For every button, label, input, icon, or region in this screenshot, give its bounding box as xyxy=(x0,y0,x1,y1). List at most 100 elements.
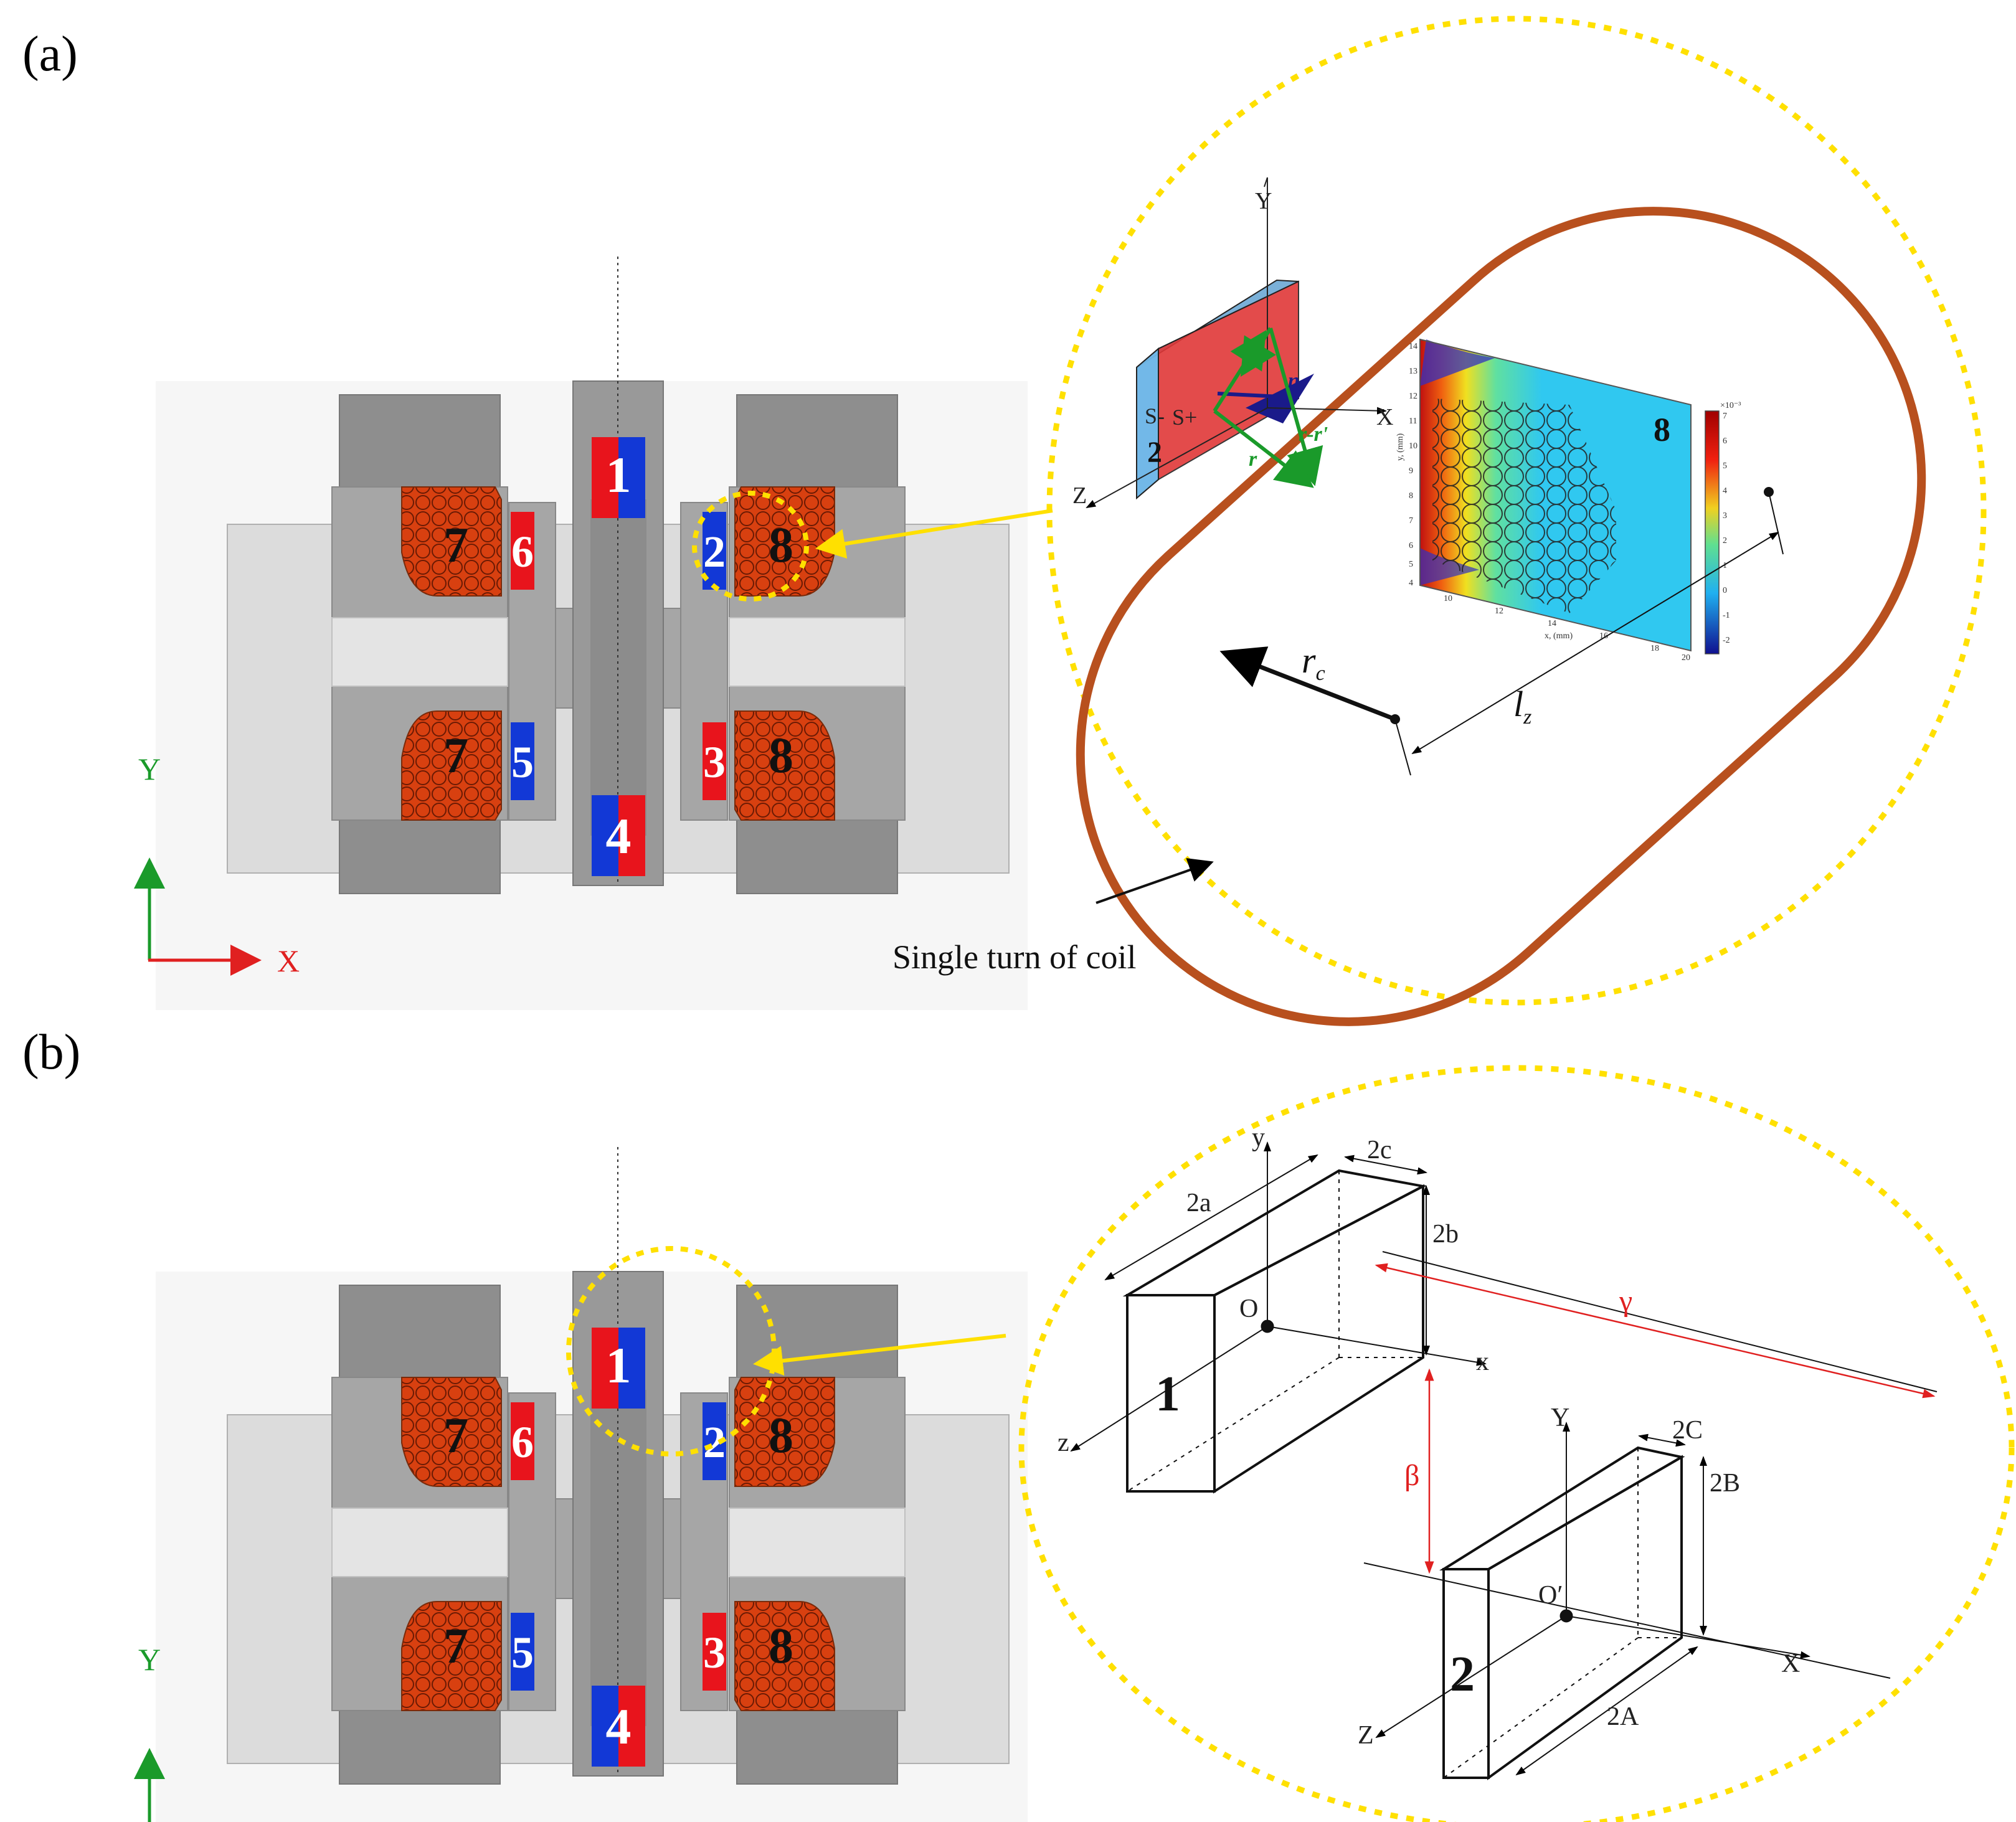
heatmap-coil-number: 8 xyxy=(1654,411,1670,448)
box1-label: 1 xyxy=(1155,1367,1180,1422)
heatmap-ylabel: y, (mm) xyxy=(1396,433,1405,461)
magnet-label-3: 3 xyxy=(703,737,726,787)
device-cross-section-a: 1 2 3 4 5 6 7 7 8 8 Y X xyxy=(138,257,1028,1010)
magnet-label-5: 5 xyxy=(511,737,534,787)
magnet-label-6: 6 xyxy=(511,527,534,577)
magnet-label-5: 5 xyxy=(511,1628,534,1678)
axis-x-3d-label: X xyxy=(1376,404,1393,430)
axis-y-3d-label: Y xyxy=(1255,188,1272,214)
single-turn-label: Single turn of coil xyxy=(892,938,1136,976)
colorbar-tick: 4 xyxy=(1723,486,1727,496)
small-callout-circle-a xyxy=(692,491,809,602)
colorbar-tick: -1 xyxy=(1723,611,1730,620)
origin-2-label: O′ xyxy=(1538,1581,1563,1610)
magnet-label-1: 1 xyxy=(606,1337,632,1394)
vector-n-label: n xyxy=(1288,369,1300,392)
axis2-z-label: Z xyxy=(1358,1721,1374,1750)
dim-2c-label: 2c xyxy=(1367,1136,1392,1164)
colorbar-ticks: 7 6 5 4 3 2 1 0 -1 -2 xyxy=(1723,412,1730,645)
colorbar-tick: 0 xyxy=(1723,586,1727,595)
coil-label-7-top: 7 xyxy=(443,518,468,573)
axis1-x-label: x xyxy=(1476,1348,1489,1376)
coil-dimensions xyxy=(1219,487,1784,776)
dim-2a-label: 2a xyxy=(1186,1189,1211,1217)
heatmap-xtick: 10 xyxy=(1444,594,1452,603)
heatmap-xlabel: x, (mm) xyxy=(1545,631,1573,641)
coil-label-7-bottom: 7 xyxy=(443,729,468,783)
magnet-2-3d-block xyxy=(1086,177,1387,508)
axis-label-x-a: X xyxy=(277,943,300,978)
heatmap-ytick: 8 xyxy=(1409,491,1413,501)
gamma-label: γ xyxy=(1619,1285,1632,1318)
heatmap-ytick: 13 xyxy=(1409,367,1417,376)
coil-label-7-bottom: 7 xyxy=(443,1619,468,1674)
coil-single-turn xyxy=(1076,207,1926,1026)
axis1-y-label: y xyxy=(1252,1123,1265,1152)
dim-2b-label: 2b xyxy=(1432,1220,1459,1248)
magnet-2-3d-label: 2 xyxy=(1147,436,1162,469)
beta-label: β xyxy=(1404,1459,1419,1492)
heatmap-ytick: 12 xyxy=(1409,392,1417,401)
callout-arrow-b xyxy=(753,1334,1006,1376)
large-callout-ellipse-b xyxy=(1018,1065,2015,1822)
axis2-x-label: X xyxy=(1781,1650,1800,1678)
heatmap-yticks: 14 13 12 11 10 9 8 7 6 5 4 xyxy=(1409,342,1417,588)
vector-r-minus-r-prime-label: r-r' xyxy=(1299,423,1328,446)
dim-2A-label: 2A xyxy=(1607,1702,1639,1731)
coil-label-8-bottom: 8 xyxy=(769,1619,793,1674)
vector-r-prime-label: r' xyxy=(1242,354,1257,377)
magnet-label-1: 1 xyxy=(606,446,632,503)
heatmap-ytick: 11 xyxy=(1409,417,1417,426)
colorbar-tick: 2 xyxy=(1723,536,1727,545)
dim-2C-label: 2C xyxy=(1672,1416,1703,1445)
magnet-label-6: 6 xyxy=(511,1417,534,1467)
panel-label-b: (b) xyxy=(22,1025,81,1080)
gamma-dimension xyxy=(1375,1263,1936,1399)
origin-1-label: O xyxy=(1239,1295,1258,1323)
magnet-2-box xyxy=(1363,1422,1891,1780)
axis-label-y-b: Y xyxy=(138,1642,161,1677)
heatmap-ytick: 10 xyxy=(1409,441,1417,451)
colorbar-scale: ×10⁻³ xyxy=(1720,401,1741,410)
heatmap-xtick: 20 xyxy=(1682,653,1690,663)
axis-z-3d-label: Z xyxy=(1072,483,1087,509)
vector-r-label: r xyxy=(1249,448,1257,471)
callout-b xyxy=(566,1065,2015,1822)
heatmap-ytick: 5 xyxy=(1409,560,1413,569)
heatmap-ytick: 9 xyxy=(1409,466,1413,476)
heatmap-ytick: 4 xyxy=(1409,578,1413,588)
axis-label-y-a: Y xyxy=(138,752,161,786)
axis2-y-label: Y xyxy=(1551,1404,1569,1432)
single-turn-pointer xyxy=(1096,858,1214,904)
colorbar-tick: 5 xyxy=(1723,461,1727,471)
coil-label-7-top: 7 xyxy=(443,1409,468,1463)
colorbar-tick: 3 xyxy=(1723,511,1727,521)
length-label: lz xyxy=(1513,684,1531,729)
heatmap-ytick: 6 xyxy=(1409,541,1413,550)
panel-label-a: (a) xyxy=(22,27,78,82)
radius-label: rc xyxy=(1302,640,1325,685)
dim-2B-label: 2B xyxy=(1710,1469,1740,1498)
colorbar-tick: 7 xyxy=(1723,412,1727,421)
box2-label: 2 xyxy=(1450,1647,1475,1702)
callout-arrow-a xyxy=(815,509,1053,559)
coil-label-8-top: 8 xyxy=(769,518,793,573)
heatmap-xtick: 14 xyxy=(1548,619,1556,628)
surface-minus-label: S- xyxy=(1145,404,1165,428)
magnet-label-3: 3 xyxy=(703,1628,726,1678)
callout-a xyxy=(692,16,1987,1006)
surface-plus-label: S+ xyxy=(1172,405,1197,430)
axis1-z-label: z xyxy=(1058,1428,1069,1457)
heatmap-xtick: 18 xyxy=(1650,644,1659,653)
coil-label-8-bottom: 8 xyxy=(769,729,793,783)
colorbar-tick: -2 xyxy=(1723,636,1730,645)
heatmap-ytick: 14 xyxy=(1409,342,1417,351)
magnet-label-4: 4 xyxy=(606,1698,632,1755)
heatmap-xtick: 12 xyxy=(1495,607,1503,616)
colorbar-tick: 6 xyxy=(1723,437,1727,446)
device-cross-section-b: 1 2 3 4 5 6 7 7 8 8 Y X xyxy=(138,1147,1028,1822)
coil-label-8-top: 8 xyxy=(769,1409,793,1463)
magnet-label-2: 2 xyxy=(703,527,726,577)
colorbar xyxy=(1705,410,1720,654)
